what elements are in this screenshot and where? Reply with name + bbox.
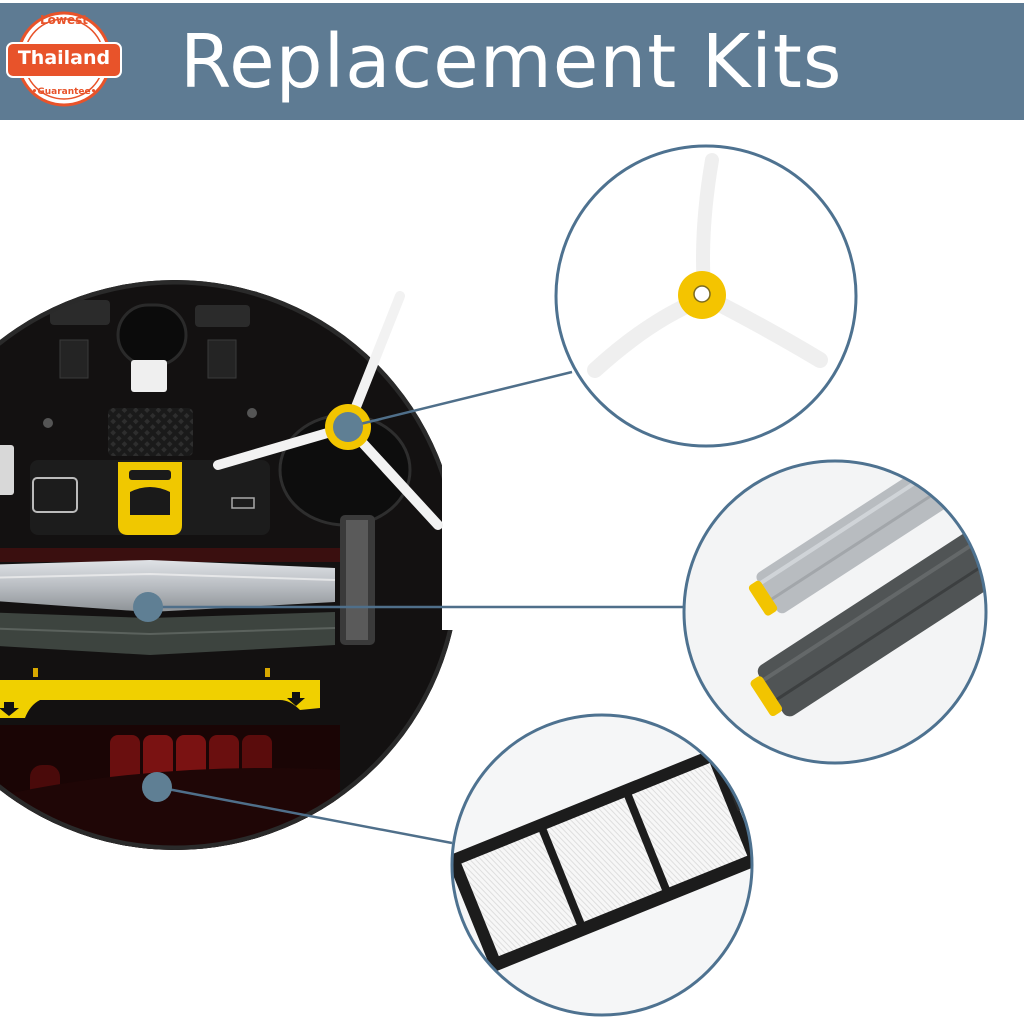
callout-dot-side-brush [333,412,363,442]
badge-main-text: Thailand [17,47,111,69]
callout-dot-hepa-filter [142,772,172,802]
header-banner: Lowest Thailand •Guarantee• Replacement … [0,3,1024,120]
callout-lines [148,370,684,845]
main-rollers-detail-circle [682,459,988,765]
page-title: Replacement Kits [180,19,843,105]
robot-vacuum-image [0,280,460,850]
side-brush-detail-circle [554,144,858,448]
lowest-price-guarantee-badge: Lowest Thailand •Guarantee• [5,9,123,109]
callout-dots [133,412,363,802]
badge-top-text: Lowest [40,13,88,27]
badge-bottom-text: •Guarantee• [31,87,97,97]
callout-dot-main-rollers [133,592,163,622]
badge-seal-icon [6,11,122,107]
robot-side-brush [213,291,443,530]
hepa-filter-detail-circle [450,713,754,1017]
